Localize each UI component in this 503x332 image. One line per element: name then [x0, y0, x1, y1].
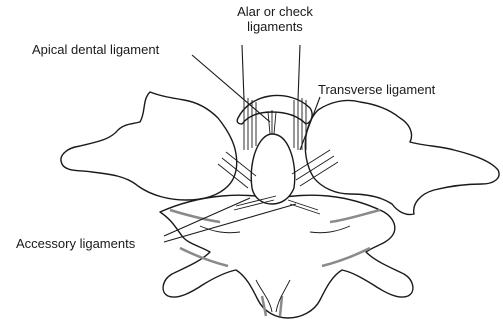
leader-alar-right [298, 45, 300, 100]
dens [251, 134, 295, 204]
label-alar-ligaments: Alar or check ligaments [225, 4, 325, 34]
leader-alar-left [242, 45, 244, 100]
atlas-left-mass [61, 92, 237, 200]
label-alar-line1: Alar or check [225, 4, 325, 19]
label-alar-line2: ligaments [225, 19, 325, 34]
label-apical-dental-ligament: Apical dental ligament [32, 42, 159, 57]
label-accessory-ligaments: Accessory ligaments [16, 236, 135, 251]
label-transverse-ligament: Transverse ligament [318, 82, 435, 97]
